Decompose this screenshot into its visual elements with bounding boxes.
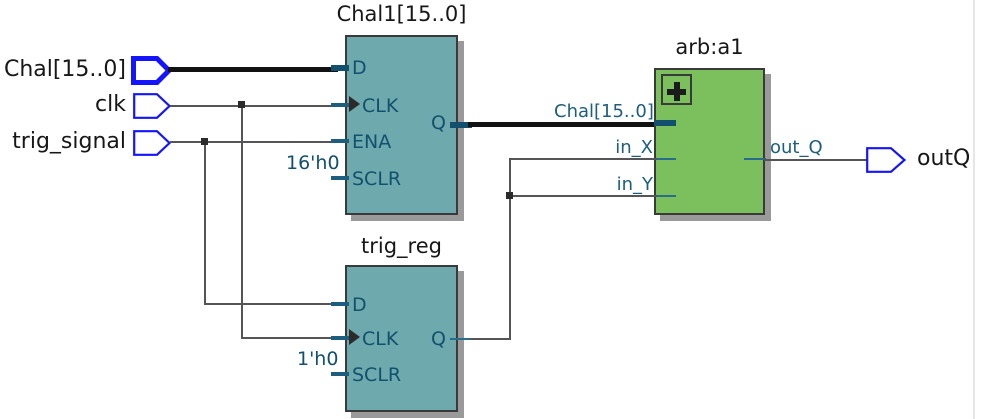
output-port-label-outq: outQ — [917, 146, 971, 171]
pinstub-arb-in-x — [654, 158, 676, 160]
pin-label-chal1-ena: ENA — [352, 131, 392, 153]
pinstub-trigreg-q — [450, 338, 470, 340]
pin-label-trigreg-q: Q — [431, 328, 446, 350]
input-port-label-trig-signal: trig_signal — [12, 129, 126, 154]
input-port-clk[interactable] — [133, 93, 171, 119]
pin-label-trigreg-clk: CLK — [362, 328, 399, 350]
wire-trigregq-to-arb-in-y — [509, 195, 657, 197]
wire-trigregq-vertical — [509, 158, 511, 340]
wire-trigregq-to-arb-in-x — [509, 158, 657, 160]
block-body — [345, 35, 458, 215]
output-port-outq[interactable] — [866, 147, 906, 173]
pinstub-chal1-clk — [331, 103, 349, 107]
wire-clk-to-trigreg-clk — [241, 337, 338, 339]
net-label-chal-bus: Chal[15..0] — [554, 101, 654, 122]
clock-triangle-chal1 — [349, 96, 360, 112]
pinstub-chal1-d — [331, 65, 349, 71]
pinstub-chal1-ena — [331, 139, 349, 143]
junction-trigreg-q — [506, 192, 513, 199]
junction-clk — [238, 101, 245, 108]
pin-label-trigreg-d: D — [352, 294, 367, 316]
net-label-in-y: in_Y — [616, 174, 653, 195]
input-port-label-clk: clk — [95, 92, 126, 117]
input-port-chal[interactable] — [131, 56, 171, 85]
input-port-trig-signal[interactable] — [133, 130, 171, 156]
pin-label-chal1-sclr: SCLR — [352, 168, 402, 190]
plus-icon — [661, 74, 692, 105]
block-title-arb-a1: arb:a1 — [675, 35, 744, 59]
pin-label-chal1-d: D — [352, 57, 367, 79]
block-title-trig-reg: trig_reg — [361, 234, 442, 258]
wire-chal1q-bus-to-arb — [468, 122, 660, 127]
pin-label-chal1-clk: CLK — [362, 95, 399, 117]
block-chal1[interactable] — [345, 35, 464, 221]
wire-trigregq-horizontal — [458, 338, 511, 340]
wire-trigsignal-vertical-drop — [204, 141, 206, 304]
pinstub-chal1-q — [450, 122, 472, 128]
pinstub-arb-chal-in — [654, 120, 676, 126]
junction-trig-signal — [201, 138, 208, 145]
wire-chal-bus-to-d — [168, 67, 338, 72]
pinstub-trigreg-clk — [331, 336, 349, 340]
pinstub-trigreg-sclr — [331, 372, 349, 376]
const-label-trigreg-sclr: 1'h0 — [297, 348, 339, 370]
input-port-label-chal: Chal[15..0] — [3, 57, 126, 82]
clock-triangle-trig-reg — [349, 329, 360, 345]
pinstub-chal1-sclr — [331, 176, 349, 180]
pin-label-chal1-q: Q — [431, 112, 446, 134]
const-label-chal1-sclr: 16'h0 — [286, 152, 340, 174]
pinstub-trigreg-d — [331, 302, 349, 306]
wire-arb-outq-to-port — [764, 159, 868, 161]
wire-trigsignal-to-trigreg-d — [204, 303, 338, 305]
pinstub-arb-in-y — [654, 195, 676, 197]
net-label-in-x: in_X — [615, 137, 653, 158]
block-title-chal1: Chal1[15..0] — [336, 2, 467, 26]
wire-clk-vertical-drop — [241, 105, 243, 338]
pin-label-trigreg-sclr: SCLR — [352, 364, 402, 386]
panel-right-border — [973, 0, 975, 419]
pinstub-arb-out-q — [744, 158, 766, 160]
net-label-out-q: out_Q — [770, 137, 823, 158]
wire-clk-to-clk — [170, 105, 338, 107]
wire-trigsignal-to-ena — [170, 141, 338, 143]
